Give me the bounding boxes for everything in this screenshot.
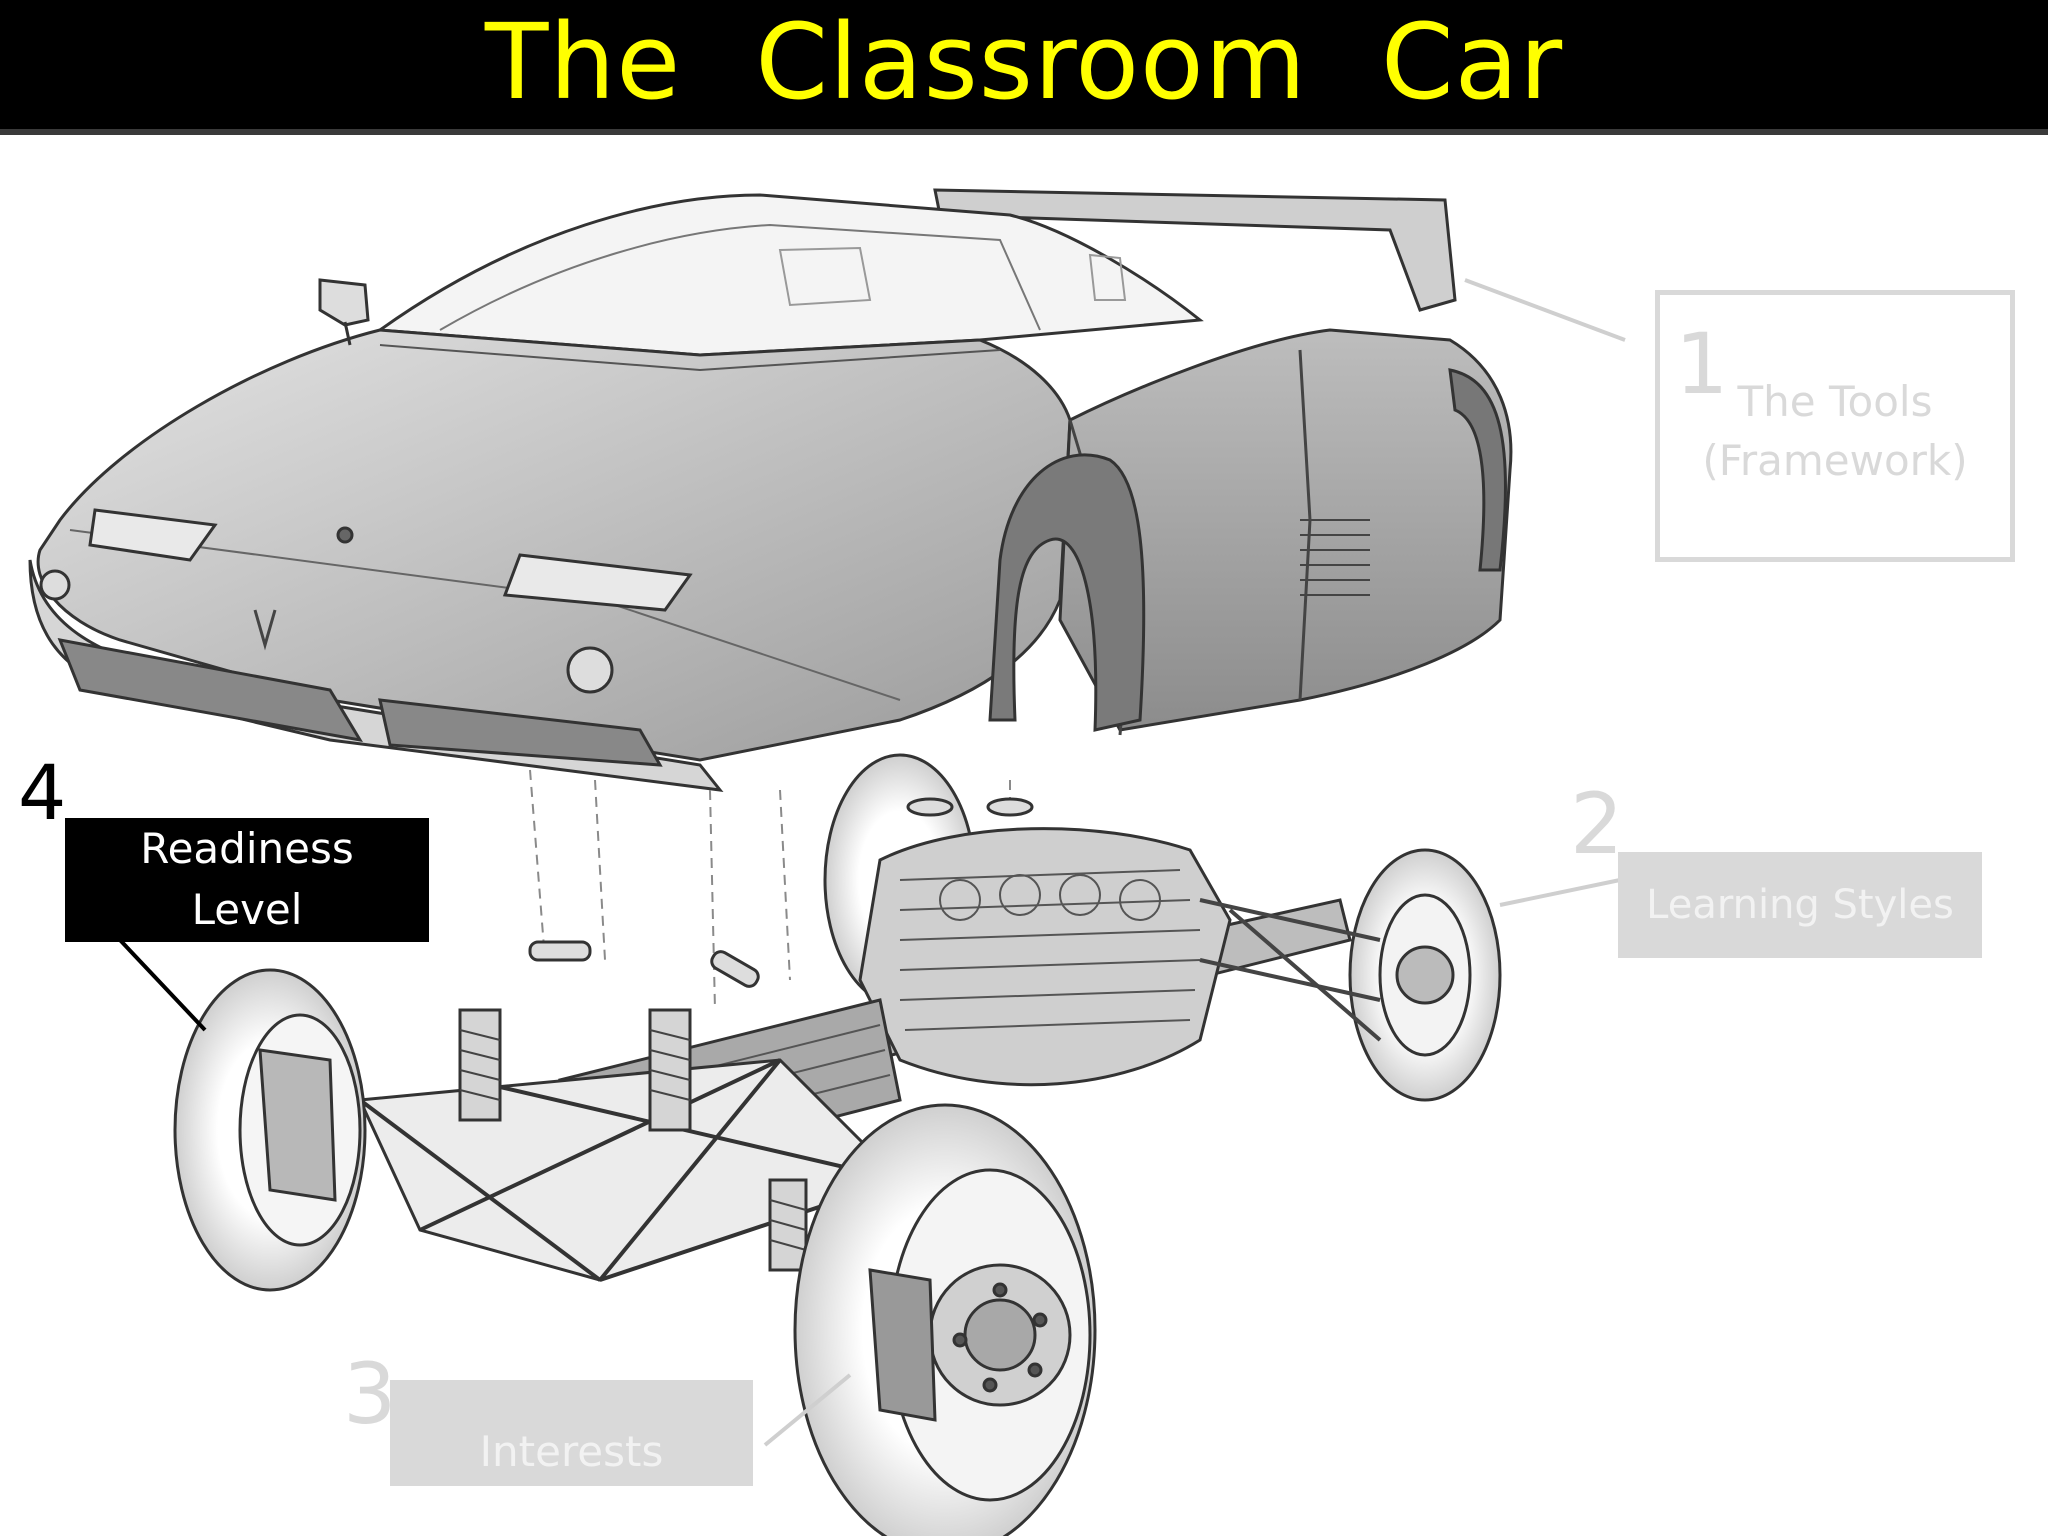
label-number-4: 4: [18, 748, 67, 837]
label-box-learning-styles: Learning Styles: [1618, 852, 1982, 958]
label-box-tools-framework: The Tools (Framework): [1655, 290, 2015, 562]
label-number-2: 2: [1570, 775, 1624, 873]
label-text-framework: (Framework): [1702, 435, 1968, 485]
car-body: [28, 188, 1513, 792]
label-text-interests: Interests: [479, 1426, 664, 1476]
label-text-level: Level: [191, 885, 303, 934]
label-box-readiness-level: Readiness Level: [65, 818, 429, 942]
label-number-3: 3: [343, 1345, 397, 1443]
chassis: [173, 753, 1502, 1536]
slide-title: The Classroom Car: [484, 0, 1564, 123]
label-text-tools: The Tools: [1737, 377, 1933, 426]
title-bar: The Classroom Car: [0, 0, 2048, 135]
label-box-interests: Interests: [390, 1380, 753, 1486]
callout-lines: [118, 278, 1626, 1447]
label-text-readiness: Readiness: [140, 824, 354, 874]
label-text-learning-styles: Learning Styles: [1646, 882, 1954, 928]
label-number-1: 1: [1675, 315, 1729, 413]
